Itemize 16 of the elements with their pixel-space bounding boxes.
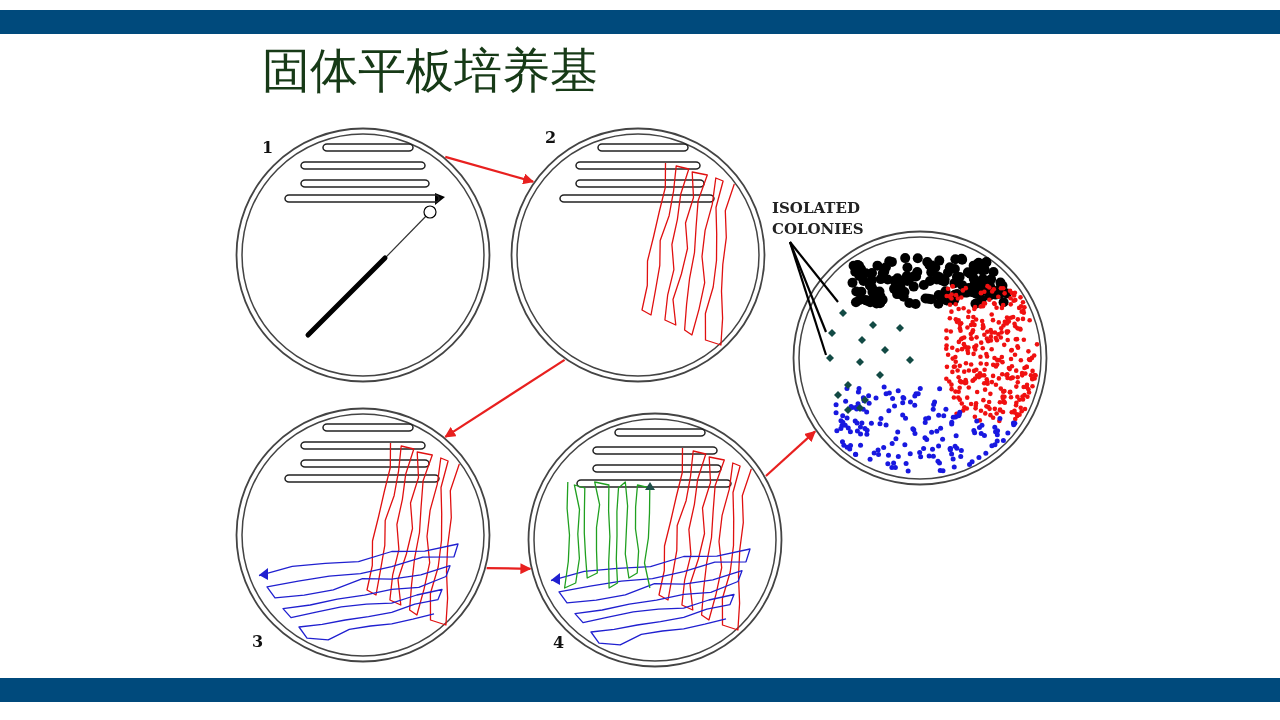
callout-label: ISOLATED COLONIES (772, 198, 876, 240)
step-number: 2 (545, 128, 557, 148)
leader-line (789, 241, 839, 303)
step-number: 1 (262, 138, 274, 158)
leader-line (788, 241, 828, 356)
petri-dish (510, 127, 766, 383)
petri-dish (235, 127, 491, 383)
arrow (445, 155, 535, 185)
arrow (486, 563, 532, 575)
petri-dish (235, 407, 491, 663)
step-number: 4 (553, 633, 565, 653)
petri-dish (527, 412, 783, 668)
arrow (765, 430, 816, 477)
arrow (444, 358, 566, 438)
title: 固体平板培养基 (262, 41, 598, 100)
step-number: 3 (252, 632, 264, 652)
